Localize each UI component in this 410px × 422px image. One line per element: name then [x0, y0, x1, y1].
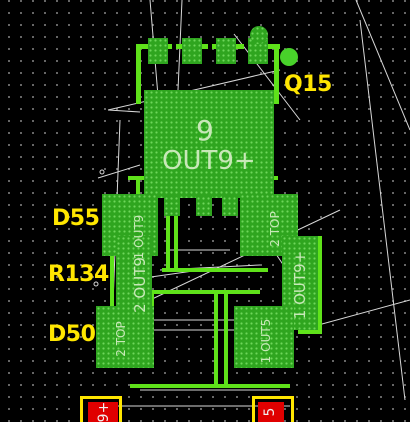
- q15-via[interactable]: [280, 48, 298, 66]
- trace-r134-frame-l: [110, 238, 114, 334]
- trace-mid-h2: [150, 290, 260, 294]
- q15-pad-2[interactable]: [182, 38, 202, 64]
- trace-right-rail: [274, 48, 279, 104]
- q15-pad-1[interactable]: [148, 38, 168, 64]
- d50-pad-2[interactable]: [96, 306, 154, 368]
- d55-pad-2[interactable]: [240, 194, 298, 256]
- q15-pad-3[interactable]: [216, 38, 236, 64]
- trace-v2: [166, 190, 170, 270]
- d55-pin2-label: 2 TOP: [268, 211, 282, 247]
- q15-main-pad[interactable]: [144, 90, 274, 198]
- refdes-q15[interactable]: Q15: [284, 72, 332, 97]
- trace-mid-h: [162, 268, 268, 272]
- bottom-left-pad[interactable]: [88, 402, 118, 422]
- d50-pin1-label: 1 OUT5: [259, 318, 273, 364]
- bottom-left-label: 9+: [96, 401, 112, 422]
- trace-v8: [224, 290, 228, 386]
- trace-left-rail: [136, 44, 141, 104]
- refdes-d50[interactable]: D50: [48, 322, 96, 347]
- bottom-right-pad[interactable]: [258, 402, 284, 422]
- bottom-right-label: 5: [262, 407, 278, 417]
- trace-bottom: [130, 384, 290, 388]
- trace-v3: [174, 190, 178, 272]
- q15-pad-4[interactable]: [248, 38, 268, 64]
- q15-tab-1[interactable]: [164, 196, 180, 216]
- q15-tab-3[interactable]: [222, 196, 238, 216]
- r134-pin2-label: 2 OUT9: [131, 257, 149, 313]
- d50-pad-1[interactable]: [234, 306, 294, 368]
- trace-r134-frame-b: [298, 330, 322, 334]
- bottom-left-outline: [80, 396, 122, 422]
- r134-pin1-label: 1 OUT9+: [291, 250, 309, 320]
- q15-tab-2[interactable]: [196, 196, 212, 216]
- bottom-right-outline: [252, 396, 294, 422]
- q15-pad-net: OUT9+: [162, 146, 256, 176]
- trace-r134-frame-r: [318, 236, 322, 334]
- trace-v7: [214, 290, 218, 386]
- q15-pad-number: 9: [196, 114, 214, 147]
- d50-pin2-label: 2 TOP: [114, 321, 128, 357]
- refdes-r134[interactable]: R134: [48, 262, 109, 287]
- trace-top: [140, 44, 280, 49]
- refdes-d55[interactable]: D55: [52, 206, 100, 231]
- q15-pin1-marker[interactable]: [250, 26, 268, 44]
